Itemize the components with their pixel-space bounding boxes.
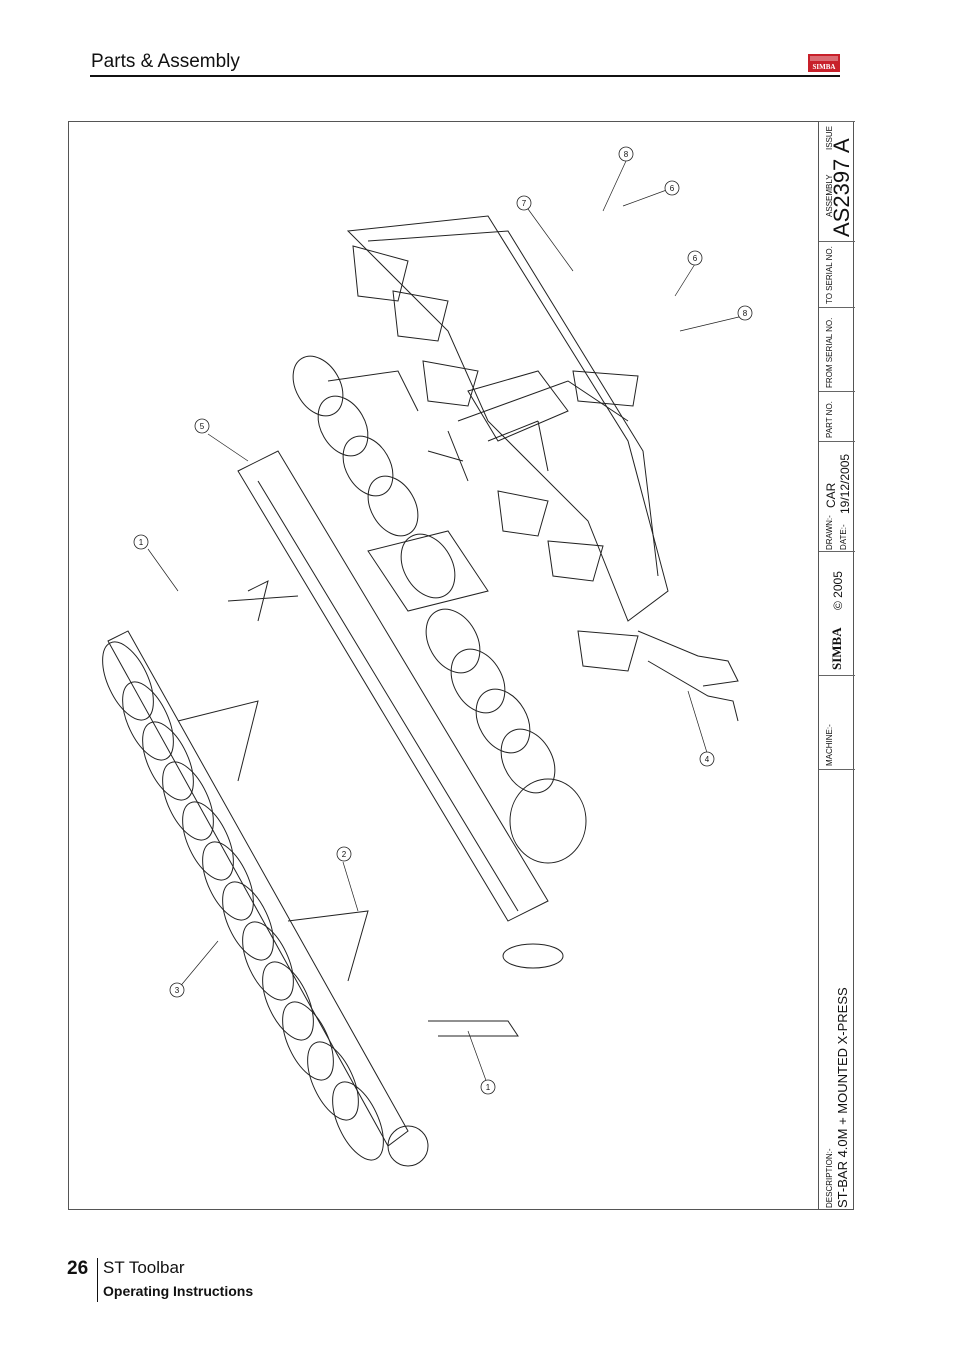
callout-1-lower: 1 <box>486 1083 491 1092</box>
callout-6-lower: 6 <box>693 254 698 263</box>
drawing-frame <box>68 121 854 1210</box>
date-value: 19/12/2005 <box>838 453 852 514</box>
footer-rule <box>97 1258 98 1302</box>
title-block: ISSUE A ASSEMBLY AS2397 TO SERIAL NO. FR… <box>818 121 855 1210</box>
simba-logo: SIMBA <box>808 54 840 72</box>
product-name: ST Toolbar <box>103 1258 185 1277</box>
drawn-label: DRAWN:- <box>825 515 834 550</box>
callout-3: 3 <box>175 986 180 995</box>
callout-4: 4 <box>705 755 710 764</box>
from-serial-label: FROM SERIAL NO. <box>825 317 834 388</box>
title-block-to-serial-cell: TO SERIAL NO. <box>819 241 855 307</box>
machine-label: MACHINE:- <box>825 724 834 766</box>
press-roller <box>102 630 519 1167</box>
copyright-text: © 2005 <box>831 571 845 610</box>
callout-8-top: 8 <box>624 150 629 159</box>
callout-7: 7 <box>522 199 527 208</box>
disc-gang <box>227 355 587 969</box>
title-block-drawn-cell: DRAWN:- CAR DATE:- 19/12/2005 <box>819 441 855 551</box>
date-label: DATE:- <box>839 524 848 550</box>
header-rule <box>90 75 840 77</box>
drawn-value: CAR <box>824 482 838 508</box>
toolbar-frame <box>346 215 739 722</box>
page-number: 26 <box>67 1258 89 1279</box>
title-block-company-cell: © 2005 SIMBA <box>819 551 855 675</box>
assembly-drawing: 8 6 7 6 8 5 1 2 3 4 1 <box>102 146 753 1167</box>
document-type: Operating Instructions <box>103 1283 254 1299</box>
callout-leaders <box>147 160 744 1087</box>
part-no-label: PART NO. <box>825 401 834 438</box>
callout-6-top: 6 <box>670 184 675 193</box>
title-block-issue-cell: ISSUE A <box>819 121 855 157</box>
company-name: SIMBA <box>829 627 844 670</box>
title-block-description-cell: DESCRIPTION:- ST-BAR 4.0M + MOUNTED X-PR… <box>819 769 855 1210</box>
description-text: ST-BAR 4.0M + MOUNTED X-PRESS <box>835 987 850 1208</box>
logo-wordmark: SIMBA <box>813 63 836 71</box>
title-block-part-cell: PART NO. <box>819 391 855 441</box>
title-block-machine-cell: MACHINE:- <box>819 675 855 769</box>
callout-2: 2 <box>342 850 347 859</box>
page-section-title: Parts & Assembly <box>91 51 240 72</box>
issue-value: A <box>829 138 854 153</box>
title-block-from-serial-cell: FROM SERIAL NO. <box>819 307 855 391</box>
to-serial-label: TO SERIAL NO. <box>825 246 834 304</box>
callout-5: 5 <box>200 422 205 431</box>
drawing-number: AS2397 <box>829 158 854 237</box>
callout-8-lower: 8 <box>743 309 748 318</box>
description-label: DESCRIPTION:- <box>825 1148 834 1208</box>
title-block-number-cell: ASSEMBLY AS2397 <box>819 157 855 241</box>
callout-1-upper: 1 <box>139 538 144 547</box>
